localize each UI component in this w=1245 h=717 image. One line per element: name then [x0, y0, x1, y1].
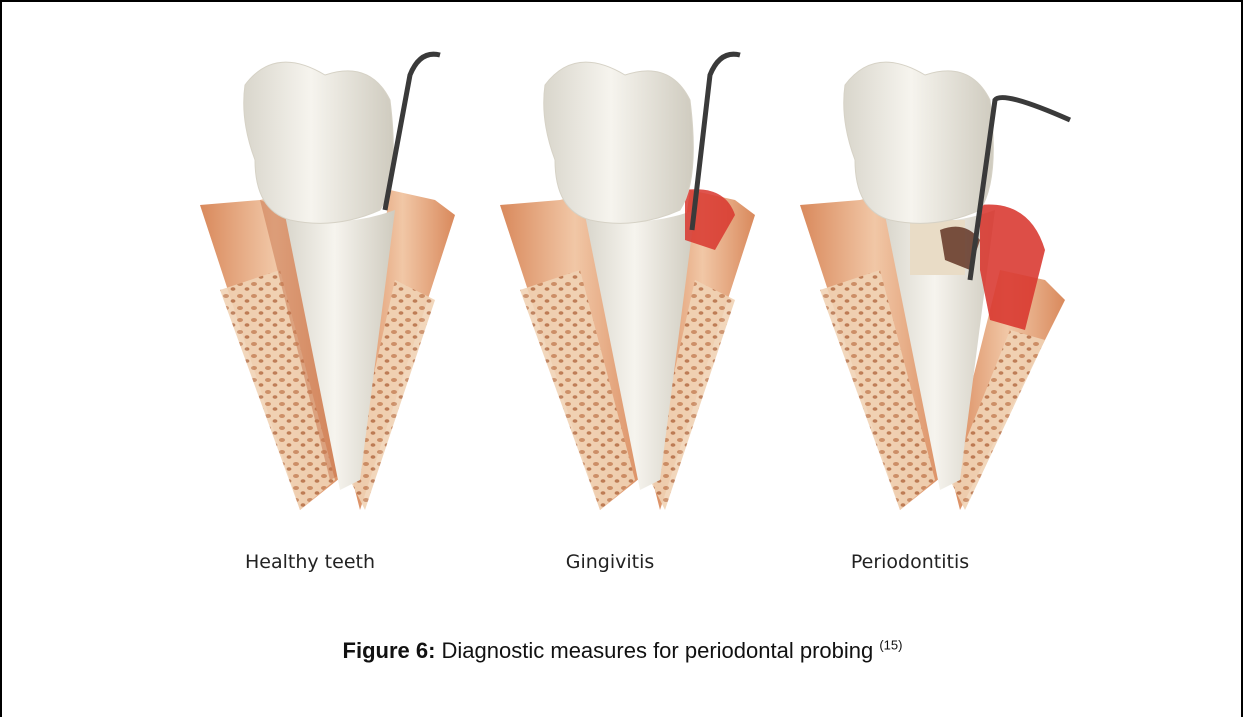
- panel-gingivitis: Gingivitis: [500, 54, 755, 573]
- periodontal-illustration: Healthy teeth Gingivitis Perio: [180, 40, 1080, 600]
- tooth-crown: [544, 62, 694, 223]
- figure-label: Figure 6:: [343, 638, 436, 663]
- caption-reference: (15): [879, 638, 902, 653]
- tooth-crown: [244, 62, 394, 223]
- panel-periodontitis: Periodontitis: [800, 62, 1070, 573]
- panel-healthy: Healthy teeth: [200, 54, 455, 573]
- panel-label-healthy: Healthy teeth: [245, 551, 375, 573]
- figure-caption: Figure 6: Diagnostic measures for period…: [0, 638, 1245, 664]
- caption-text: Diagnostic measures for periodontal prob…: [435, 638, 879, 663]
- panel-label-gingivitis: Gingivitis: [566, 551, 655, 573]
- illustration-svg: Healthy teeth Gingivitis Perio: [180, 40, 1080, 600]
- panel-label-periodontitis: Periodontitis: [851, 551, 969, 573]
- tooth-crown: [844, 62, 994, 223]
